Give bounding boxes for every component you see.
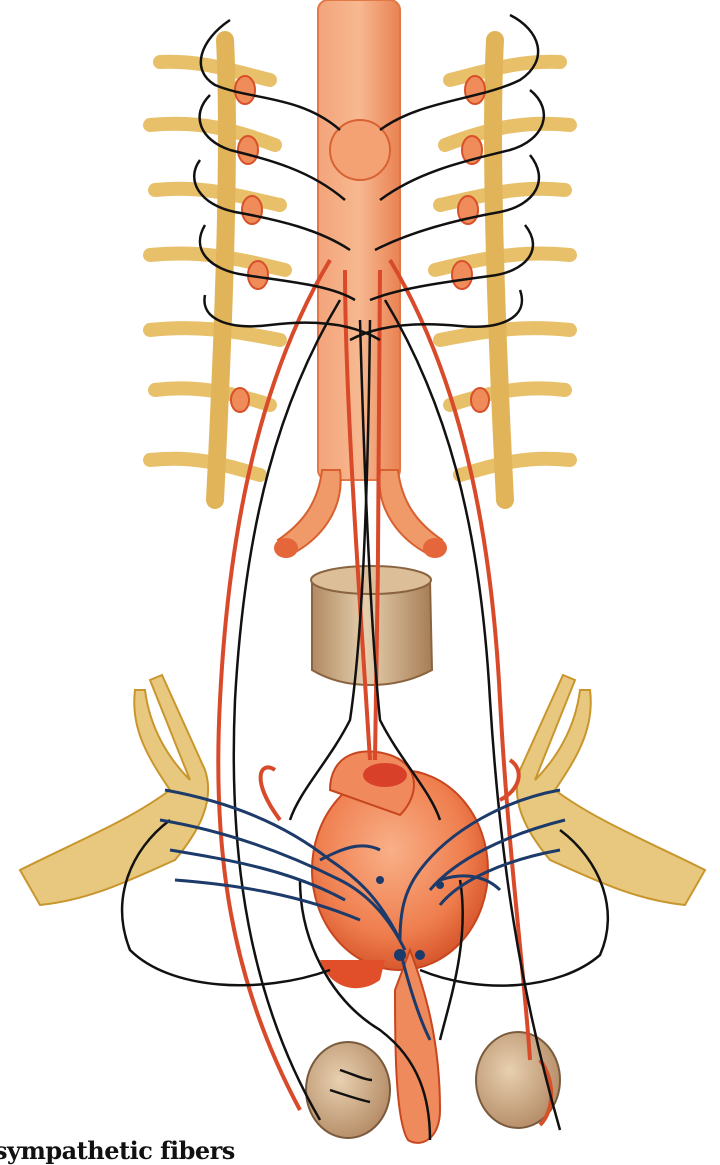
aorta: [274, 0, 447, 558]
figure-caption: sympathetic fibers: [0, 1136, 235, 1165]
sacral-plexus-left: [20, 675, 208, 905]
sacral-plexus-right: [517, 675, 705, 905]
